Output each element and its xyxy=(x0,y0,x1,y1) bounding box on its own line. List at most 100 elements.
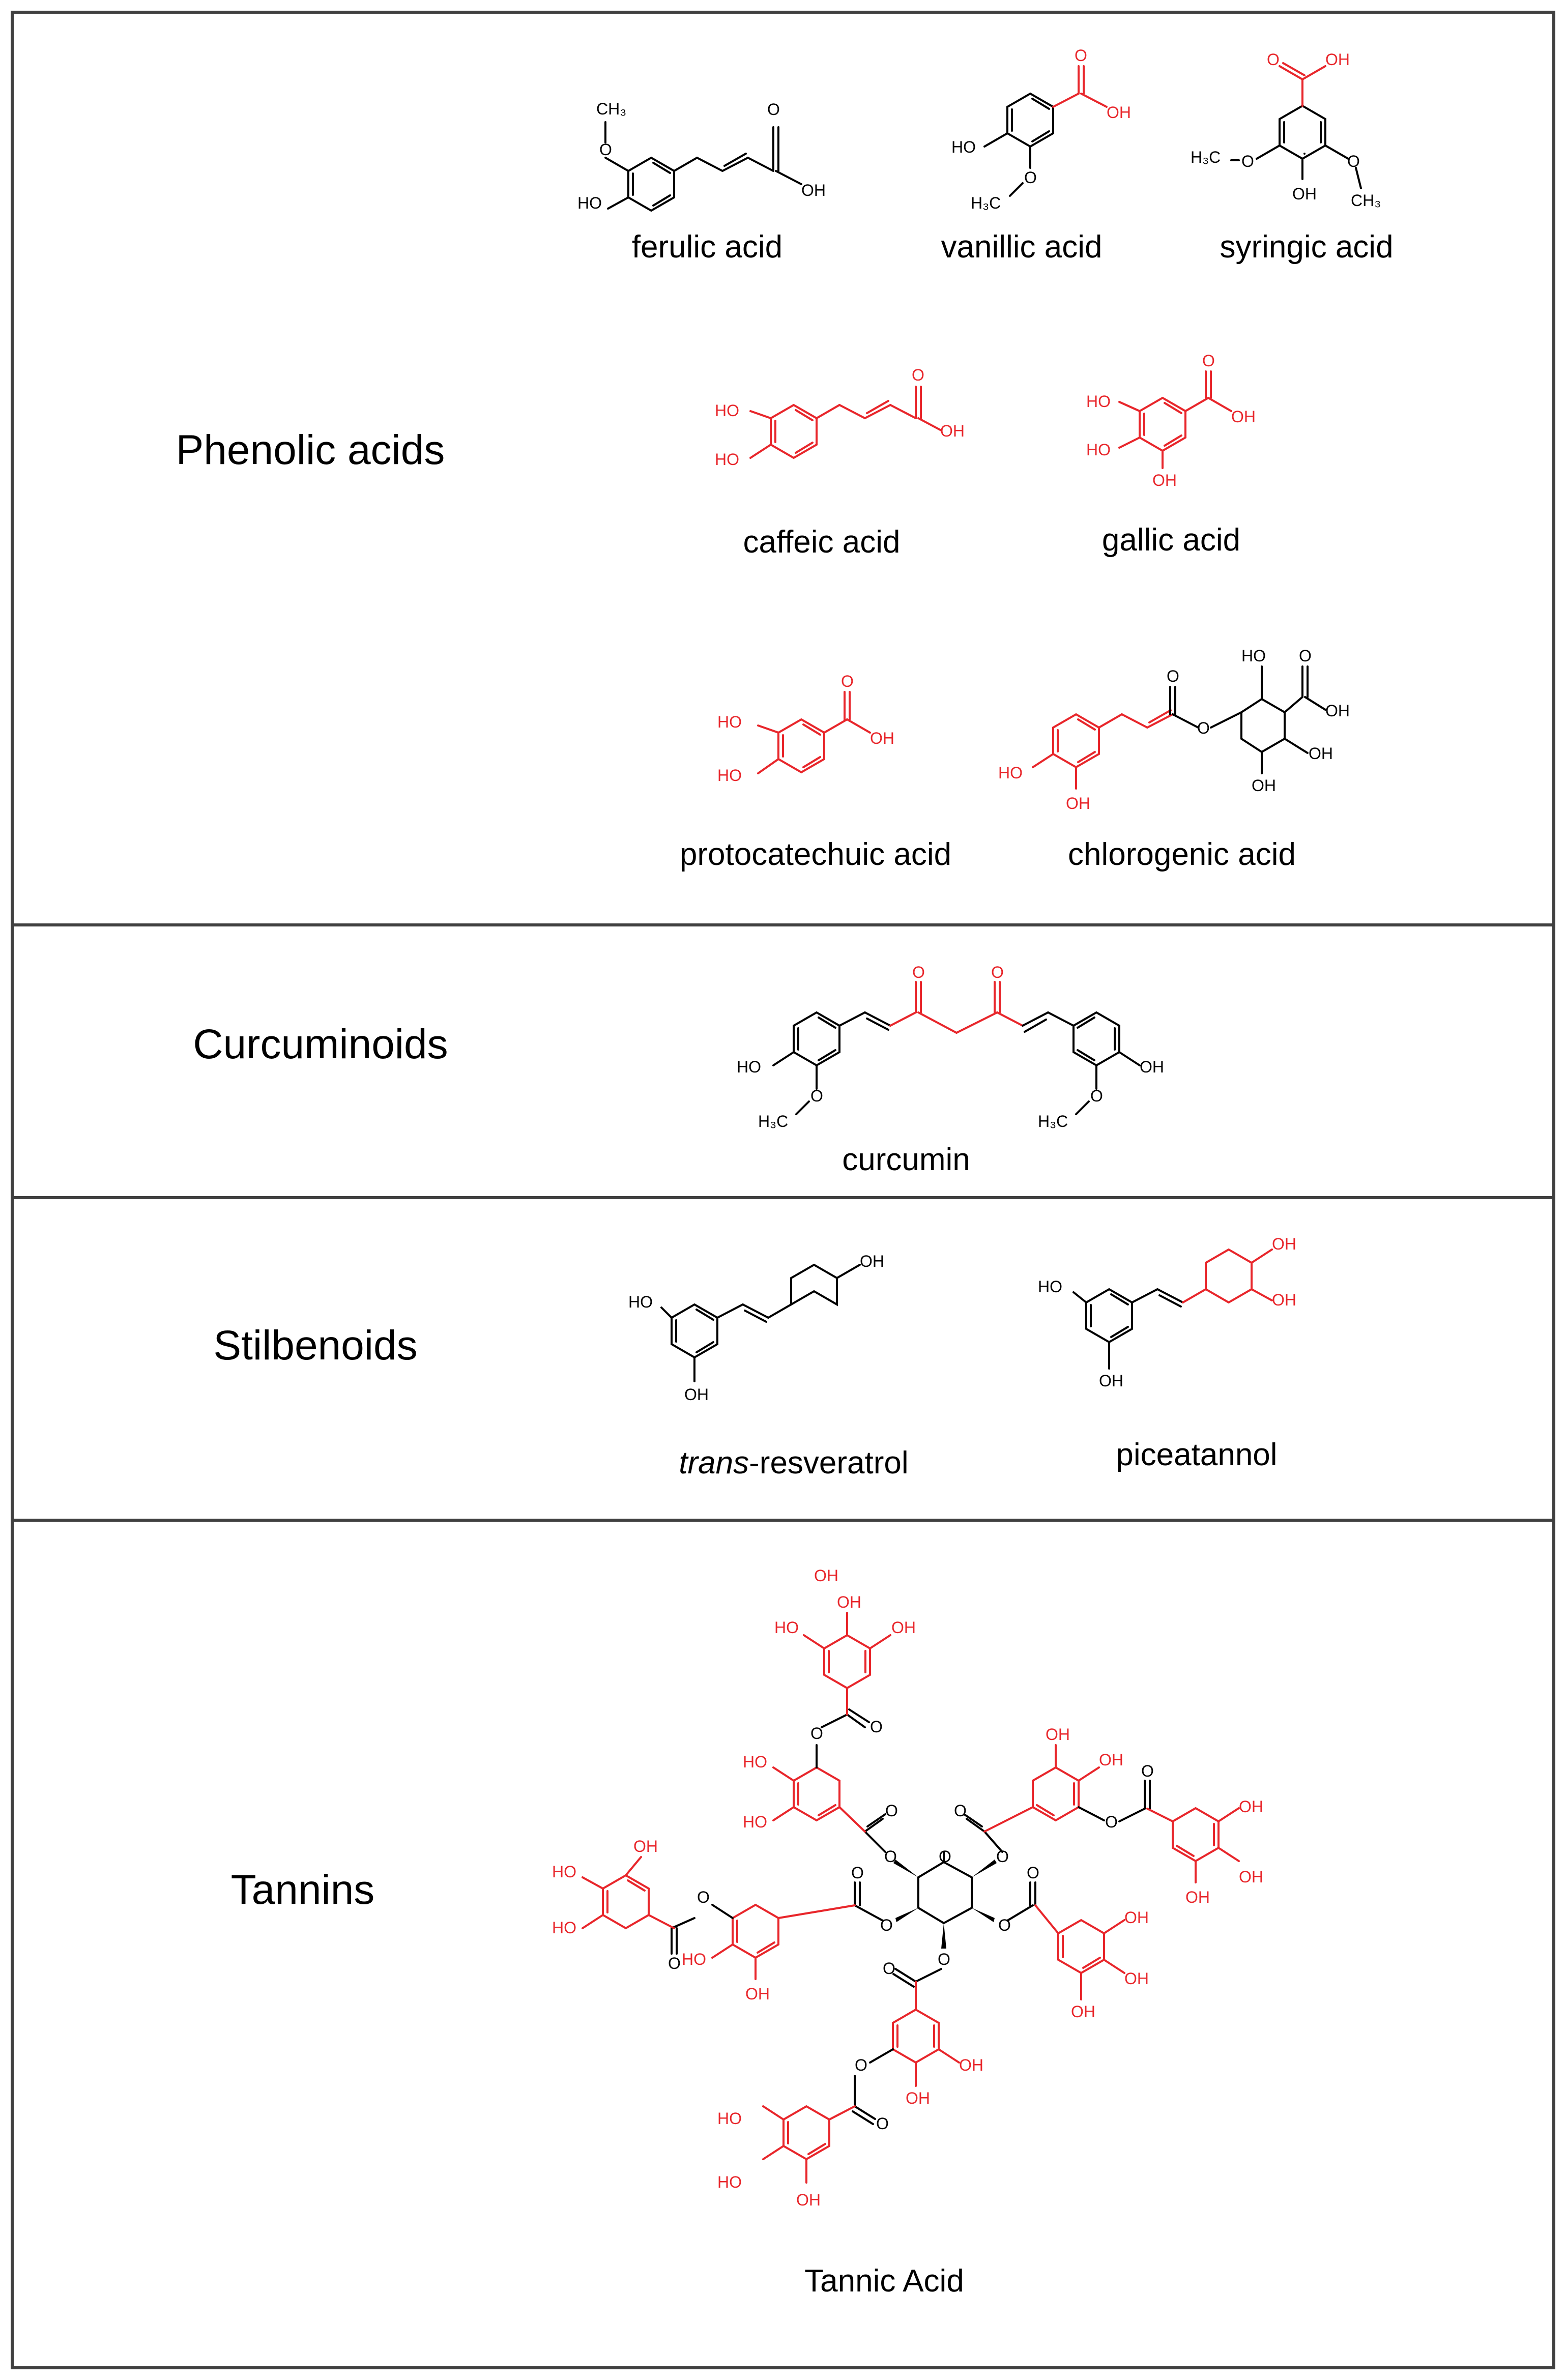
svg-text:HO: HO xyxy=(1241,647,1266,665)
svg-text:O: O xyxy=(1075,46,1087,65)
svg-text:OH: OH xyxy=(1066,794,1090,812)
svg-text:OH: OH xyxy=(1107,103,1131,122)
svg-text:HO: HO xyxy=(951,138,976,156)
svg-text:O: O xyxy=(1141,1762,1154,1780)
svg-text:O: O xyxy=(1167,667,1179,685)
svg-text:O: O xyxy=(880,1916,893,1934)
svg-text:HO: HO xyxy=(717,2173,742,2191)
svg-text:O: O xyxy=(1027,1864,1039,1882)
svg-text:OH: OH xyxy=(837,1593,861,1611)
svg-text:OH: OH xyxy=(860,1252,884,1270)
svg-text:H₃C: H₃C xyxy=(758,1112,788,1130)
label-gallic-acid: gallic acid xyxy=(1102,523,1240,558)
svg-text:O: O xyxy=(938,1950,950,1968)
svg-text:HO: HO xyxy=(715,401,739,420)
svg-text:O: O xyxy=(912,963,925,981)
structure-chlorogenic-acid: O O HO O OH OH OH HO OH xyxy=(998,647,1350,812)
svg-text:OH: OH xyxy=(1099,1372,1123,1390)
svg-text:OH: OH xyxy=(1239,1797,1263,1816)
category-curcuminoids: Curcuminoids xyxy=(193,1021,448,1067)
svg-text:OH: OH xyxy=(870,729,894,747)
svg-text:OH: OH xyxy=(633,1837,658,1855)
category-tannins: Tannins xyxy=(231,1867,375,1913)
svg-text:O: O xyxy=(668,1954,681,1972)
svg-text:CH₃: CH₃ xyxy=(596,100,626,118)
svg-text:OH: OH xyxy=(959,2056,983,2074)
svg-text:HO: HO xyxy=(1038,1278,1062,1296)
label-trans-prefix: trans xyxy=(679,1445,749,1481)
svg-text:OH: OH xyxy=(801,181,826,199)
structure-gallic-acid: O OH HO HO OH xyxy=(1086,352,1256,489)
svg-text:HO: HO xyxy=(628,1293,653,1311)
svg-text:OH: OH xyxy=(1185,1888,1210,1906)
svg-text:O: O xyxy=(884,1847,897,1866)
svg-text:O: O xyxy=(939,1847,951,1866)
svg-text:OH: OH xyxy=(1309,744,1333,763)
svg-text:OH: OH xyxy=(814,1566,838,1585)
svg-text:HO: HO xyxy=(998,764,1023,782)
svg-text:HO: HO xyxy=(717,766,742,785)
svg-text:OH: OH xyxy=(1071,2002,1095,2021)
svg-text:O: O xyxy=(876,2114,889,2133)
svg-text:O: O xyxy=(1299,647,1312,665)
svg-text:HO: HO xyxy=(577,194,602,212)
label-protocatechuic-acid: protocatechuic acid xyxy=(680,837,951,872)
svg-text:O: O xyxy=(697,1888,710,1906)
svg-text:O: O xyxy=(954,1802,967,1820)
svg-text:HO: HO xyxy=(1086,441,1111,459)
structure-syringic-acid: O OH H₃C O O CH₃ OH xyxy=(1191,50,1381,210)
svg-text:CH₃: CH₃ xyxy=(1351,191,1381,210)
structure-tannic-acid: O O O O O O O O O O O HO H xyxy=(552,1566,1263,2209)
structure-protocatechuic-acid: O OH HO HO xyxy=(717,672,894,785)
label-resveratrol-suffix: -resveratrol xyxy=(749,1445,909,1481)
svg-text:O: O xyxy=(599,140,612,159)
svg-text:OH: OH xyxy=(684,1385,709,1404)
svg-text:OH: OH xyxy=(1325,702,1350,720)
svg-text:O: O xyxy=(883,1959,895,1978)
svg-text:OH: OH xyxy=(1292,185,1317,203)
svg-text:HO: HO xyxy=(552,1863,576,1881)
svg-text:O: O xyxy=(1024,168,1037,187)
svg-text:OH: OH xyxy=(891,1618,916,1637)
category-stilbenoids: Stilbenoids xyxy=(213,1322,417,1369)
svg-text:HO: HO xyxy=(717,713,742,731)
svg-text:O: O xyxy=(1090,1087,1103,1105)
svg-text:O: O xyxy=(996,1847,1009,1866)
svg-text:O: O xyxy=(870,1718,883,1736)
svg-text:O: O xyxy=(851,1864,864,1882)
svg-text:HO: HO xyxy=(682,1950,706,1968)
label-tannic-acid: Tannic Acid xyxy=(804,2263,964,2299)
svg-text:OH: OH xyxy=(1124,1969,1149,1988)
svg-text:O: O xyxy=(1347,152,1360,170)
figure-frame xyxy=(11,11,1555,2369)
svg-text:OH: OH xyxy=(1046,1725,1070,1744)
svg-text:HO: HO xyxy=(552,1919,576,1937)
label-curcumin: curcumin xyxy=(842,1142,970,1177)
label-vanillic-acid: vanillic acid xyxy=(941,229,1102,265)
svg-text:HO: HO xyxy=(774,1618,799,1637)
svg-text:H₃C: H₃C xyxy=(1038,1112,1068,1130)
svg-text:OH: OH xyxy=(940,422,965,440)
label-chlorogenic-acid: chlorogenic acid xyxy=(1068,837,1296,872)
svg-text:O: O xyxy=(991,963,1004,981)
svg-text:O: O xyxy=(841,672,854,690)
category-phenolic-acids: Phenolic acids xyxy=(176,427,445,473)
svg-text:O: O xyxy=(1241,152,1254,170)
svg-text:HO: HO xyxy=(1086,392,1111,411)
label-trans-resveratrol: trans-resveratrol xyxy=(679,1445,908,1481)
svg-text:O: O xyxy=(1197,719,1210,737)
svg-text:O: O xyxy=(767,100,780,119)
label-piceatannol: piceatannol xyxy=(1116,1437,1277,1472)
svg-text:H₃C: H₃C xyxy=(971,194,1001,212)
svg-text:OH: OH xyxy=(1124,1908,1149,1927)
svg-text:O: O xyxy=(855,2056,867,2074)
svg-text:OH: OH xyxy=(1140,1058,1164,1076)
structure-ferulic-acid: O OH O CH₃ HO xyxy=(577,100,826,212)
svg-text:OH: OH xyxy=(745,1985,770,2003)
svg-text:OH: OH xyxy=(1239,1868,1263,1886)
svg-text:HO: HO xyxy=(743,1753,767,1771)
svg-text:HO: HO xyxy=(743,1813,767,1831)
svg-text:O: O xyxy=(1267,50,1280,69)
structure-trans-resveratrol: OH HO OH xyxy=(628,1252,884,1404)
